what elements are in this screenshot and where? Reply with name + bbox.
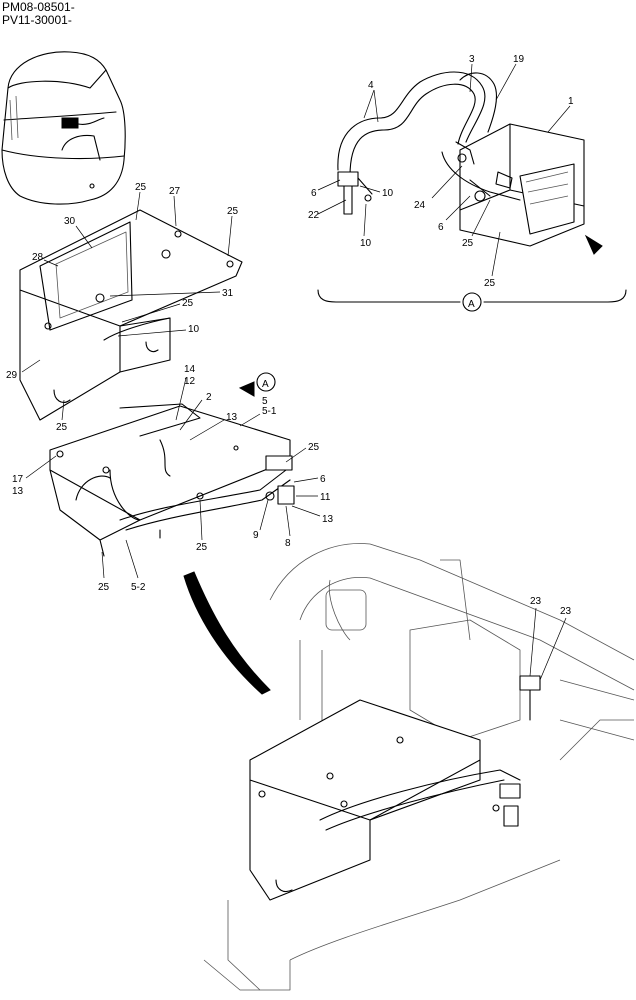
view-a-label: A bbox=[468, 299, 475, 310]
leader-lines bbox=[21, 63, 571, 681]
callout-25: 25 bbox=[56, 422, 68, 433]
callout-9: 9 bbox=[253, 530, 259, 541]
callout-25: 25 bbox=[98, 582, 110, 593]
callout-7: 10 bbox=[360, 238, 372, 249]
callout-6: 6 bbox=[311, 188, 317, 199]
callout-10: 10 bbox=[382, 188, 394, 199]
callout-13: 14 bbox=[184, 364, 196, 375]
installation-arrow-icon bbox=[183, 571, 271, 695]
upper-cover-assembly bbox=[19, 209, 243, 421]
seat-illustration bbox=[1, 51, 126, 205]
view-a-arrow-label: A bbox=[262, 379, 269, 390]
drawing-serial-range-1: PM08-08501- bbox=[2, 0, 75, 14]
callout-8: 8 bbox=[285, 538, 291, 549]
callout-12: 13 bbox=[226, 412, 238, 423]
callout-27: 27 bbox=[169, 186, 181, 197]
callout-6: 6 bbox=[438, 222, 444, 233]
callout-25: 25 bbox=[135, 182, 147, 193]
callout-25: 25 bbox=[182, 298, 194, 309]
callout-29: 29 bbox=[6, 370, 18, 381]
callout-5-2: 5-2 bbox=[131, 582, 146, 593]
callout-13: 17 bbox=[12, 474, 24, 485]
callout-25: 25 bbox=[308, 442, 320, 453]
view-a-arrow-marker bbox=[256, 372, 276, 392]
callout-19: 13 bbox=[12, 486, 24, 497]
heater-unit-detail bbox=[317, 71, 627, 312]
lower-cover-assembly bbox=[49, 403, 295, 557]
callout-10: 11 bbox=[320, 492, 331, 503]
callout-28: 28 bbox=[32, 252, 44, 263]
view-arrow-icon bbox=[238, 381, 255, 397]
callout-17: 10 bbox=[188, 324, 200, 335]
callout-3: 3 bbox=[469, 54, 475, 65]
view-a-marker bbox=[462, 292, 482, 312]
callout-5-1: 5-1 bbox=[262, 406, 277, 417]
callout-23: 24 bbox=[414, 200, 426, 211]
callout-30: 30 bbox=[64, 216, 76, 227]
callout-24: 25 bbox=[484, 278, 496, 289]
callout-5: 5 bbox=[262, 396, 268, 407]
callout-23: 25 bbox=[462, 238, 474, 249]
callout-6: 6 bbox=[320, 474, 326, 485]
callout-11: 13 bbox=[322, 514, 334, 525]
callout-21: 23 bbox=[530, 596, 542, 607]
callout-1: 1 bbox=[568, 96, 574, 107]
callout-4: 4 bbox=[368, 80, 374, 91]
callout-labels: 25 27 25 30 28 31 25 10 29 25 14 12 2 13… bbox=[6, 54, 574, 617]
callout-22: 23 bbox=[560, 606, 572, 617]
callout-31: 31 bbox=[222, 288, 234, 299]
callout-20: 22 bbox=[308, 210, 320, 221]
callout-2: 2 bbox=[206, 392, 212, 403]
callout-25: 25 bbox=[227, 206, 239, 217]
callout-25: 25 bbox=[196, 542, 208, 553]
machine-frame-illustration bbox=[203, 543, 635, 991]
callout-14: 19 bbox=[513, 54, 525, 65]
drawing-serial-range-2: PV11-30001- bbox=[2, 13, 72, 27]
callout-19: 12 bbox=[184, 376, 196, 387]
